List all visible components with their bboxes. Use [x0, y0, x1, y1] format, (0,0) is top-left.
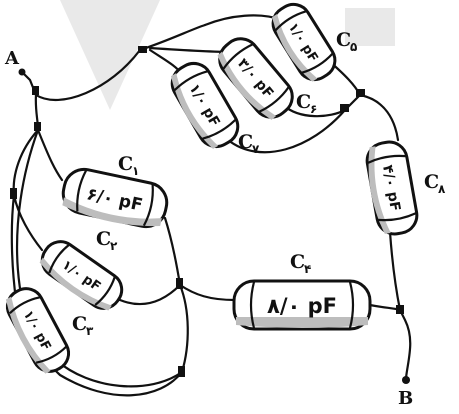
junction-marker	[176, 278, 183, 289]
capacitor-c6: ۳/۰ pF	[217, 37, 294, 120]
label-c8-sub: ۸	[438, 182, 446, 196]
wire-c3-right	[54, 358, 184, 388]
junction-marker	[10, 188, 17, 199]
label-c6: C	[296, 91, 311, 113]
capacitor-c4: ۸/۰ pF	[232, 279, 372, 331]
capacitor-c1: ۶/۰ pF	[61, 167, 169, 229]
wire-c4-right	[368, 303, 402, 312]
label-c3-sub: ۳	[86, 324, 94, 338]
label-c5: C	[336, 29, 351, 51]
wire-c4-left	[178, 283, 237, 302]
capacitor-c7: ۱/۰ pF	[170, 61, 240, 149]
wire-left-inner	[36, 128, 64, 182]
terminal-a-label: A	[4, 48, 20, 69]
capacitor-c5: ۱/۰ pF	[271, 2, 337, 82]
junctions	[10, 46, 410, 384]
wire-left-to-c3	[10, 193, 18, 302]
junction-marker	[340, 104, 349, 112]
wire-right-spine	[178, 283, 189, 374]
wire-right-junction	[343, 93, 400, 142]
wire-c2-right	[118, 283, 182, 305]
wire-c7-right	[226, 108, 347, 154]
label-c2: C	[96, 228, 111, 250]
label-c7-sub: ۷	[252, 142, 260, 156]
capacitor-value: ۴/۰ pF	[379, 164, 403, 213]
label-c2-sub: ۲	[110, 239, 118, 253]
label-c3: C	[72, 313, 87, 335]
capacitor-c3: ۱/۰ pF	[5, 287, 71, 374]
junction-marker	[178, 366, 185, 377]
wire-a-top	[34, 48, 142, 102]
label-c7: C	[238, 131, 253, 153]
terminal-b-dot	[402, 376, 410, 384]
wire-to-c6	[148, 46, 234, 54]
wire-c8-down	[388, 230, 402, 312]
label-c8: C	[424, 171, 439, 193]
label-c5-sub: ۵	[350, 40, 357, 54]
label-c6-sub: ۶	[310, 102, 317, 116]
label-c1: C	[118, 153, 133, 175]
wire-to-c5	[203, 14, 284, 27]
wire-top-branch	[138, 23, 207, 52]
wire-c1-right	[163, 216, 182, 287]
label-c4: C	[290, 251, 305, 273]
wire-b-lead	[398, 308, 412, 380]
terminal-a-dot	[18, 68, 26, 76]
label-c1-sub: ۱	[132, 164, 139, 178]
capacitor-value: ۸/۰ pF	[267, 294, 337, 318]
junction-marker	[32, 86, 39, 95]
junction-marker	[34, 122, 41, 131]
terminal-b-label: B	[398, 388, 413, 409]
junction-marker	[396, 305, 404, 314]
junction-marker	[356, 89, 365, 97]
label-c4-sub: ۴	[304, 262, 311, 276]
capacitor-labels: C ۱ C ۲ C ۳ C ۴ C ۵ C ۶ C ۷ C ۸	[72, 29, 446, 338]
capacitor-c2: ۱/۰ pF	[39, 240, 124, 311]
junction-marker	[138, 46, 147, 53]
wire-left-to-c2	[12, 193, 44, 252]
capacitor-c8: ۴/۰ pF	[365, 140, 419, 236]
watermark	[60, 0, 395, 110]
